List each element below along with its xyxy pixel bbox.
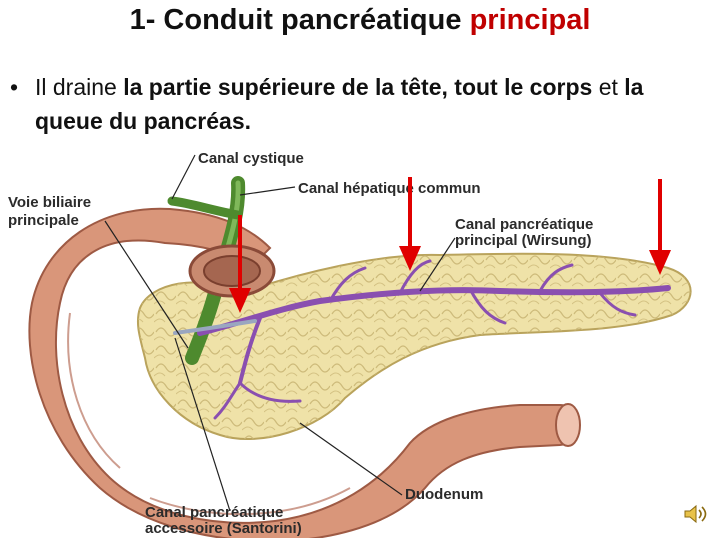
speaker-icon[interactable] [683, 503, 709, 525]
arrow-tail-region [649, 179, 671, 275]
wirsung-duct [197, 259, 671, 420]
bullet-text: Il draine la partie supérieure de la têt… [35, 70, 700, 138]
label-canal-cystique: Canal cystique [198, 150, 304, 167]
santorini-duct [173, 319, 257, 335]
slide-title: 1- Conduit pancréatique principal [0, 4, 720, 37]
bullet-part-1: Il draine [35, 74, 124, 100]
label-canal-principal-line1: Canal pancréatique [455, 216, 593, 233]
duodenum-shape [28, 207, 578, 538]
cystic-duct [167, 196, 243, 220]
bullet-symbol: • [10, 74, 19, 100]
title-main: 1- Conduit pancréatique [129, 4, 470, 36]
label-duodenum: Duodenum [405, 486, 483, 503]
red-arrows [229, 177, 671, 313]
arrow-body-region [399, 177, 421, 271]
label-canal-accessoire-line1: Canal pancréatique [145, 504, 283, 521]
title-accent: principal [469, 4, 591, 36]
label-canal-principal-line2: principal (Wirsung) [455, 232, 592, 249]
bullet-part-4: la queue du pancréas. [35, 74, 644, 134]
label-canal-hepatique: Canal hépatique commun [298, 180, 481, 197]
leader-lines [104, 154, 456, 512]
anatomy-svg: Canal cystique Canal hépatique commun Vo… [0, 143, 720, 538]
bullet-part-2: la partie supérieure de la tête, tout le… [123, 74, 593, 100]
label-canal-accessoire-line2: accessoire (Santorini) [145, 520, 302, 537]
bullet-point: • Il draine la partie supérieure de la t… [10, 70, 700, 138]
pancreas-illustration: Canal cystique Canal hépatique commun Vo… [0, 143, 720, 538]
arrow-head-region [229, 215, 251, 313]
bullet-part-3: et [592, 74, 625, 100]
label-voie-biliaire-line1: Voie biliaire [8, 194, 91, 211]
duodenum-end [555, 403, 581, 447]
label-voie-biliaire-line2: principale [8, 212, 79, 229]
